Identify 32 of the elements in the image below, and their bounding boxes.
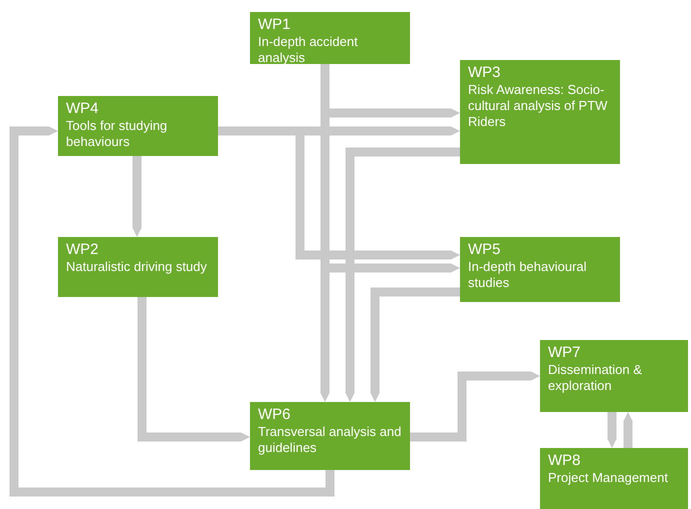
work-package-box bbox=[540, 340, 688, 412]
work-package-box bbox=[250, 12, 410, 64]
work-package-box bbox=[460, 237, 620, 302]
package-title: Dissemination & exploration bbox=[548, 362, 643, 394]
package-title: Project Management bbox=[548, 470, 669, 486]
package-number: WP8 bbox=[548, 452, 582, 470]
work-package-box bbox=[58, 237, 218, 297]
package-number: WP3 bbox=[468, 64, 502, 82]
package-title: In-depth accident analysis bbox=[258, 34, 359, 66]
package-title: Risk Awareness: Socio-cultural analysis of PTW Riders bbox=[468, 82, 608, 130]
package-number: WP2 bbox=[66, 241, 100, 259]
package-title: In-depth behavioural studies bbox=[468, 259, 588, 291]
work-package-box bbox=[250, 402, 410, 470]
arrow bbox=[370, 288, 460, 402]
package-number: WP4 bbox=[66, 100, 100, 118]
arrow bbox=[10, 126, 334, 496]
package-number: WP1 bbox=[258, 16, 292, 34]
package-number: WP5 bbox=[468, 241, 502, 259]
package-title: Tools for studying behaviours bbox=[66, 118, 168, 150]
arrow bbox=[624, 412, 632, 448]
package-title: Transversal analysis and guidelines bbox=[258, 424, 402, 456]
arrow bbox=[410, 372, 540, 442]
work-package-box bbox=[540, 448, 688, 509]
package-title: Naturalistic driving study bbox=[66, 259, 208, 275]
package-number: WP6 bbox=[258, 406, 292, 424]
package-number: WP7 bbox=[548, 344, 582, 362]
arrow bbox=[346, 148, 460, 402]
work-package-box bbox=[58, 96, 218, 156]
arrow bbox=[608, 412, 616, 448]
work-package-box bbox=[460, 60, 620, 164]
arrow bbox=[132, 156, 142, 237]
arrow bbox=[138, 297, 250, 442]
